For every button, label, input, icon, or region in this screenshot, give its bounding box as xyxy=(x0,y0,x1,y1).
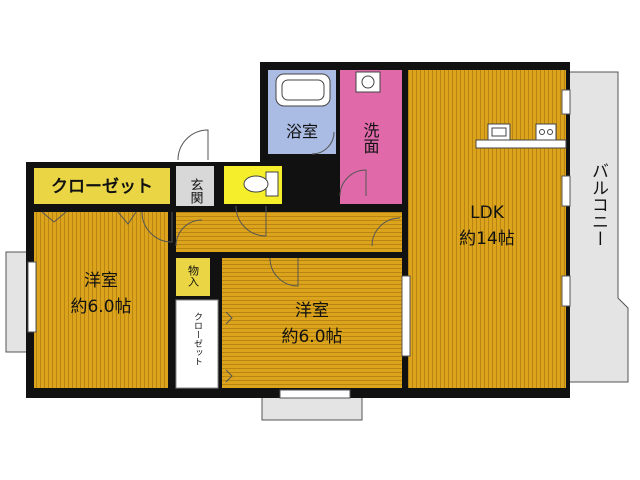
bathtub-icon xyxy=(275,73,331,107)
genkan-floor xyxy=(176,166,214,206)
bath-label: 浴室 xyxy=(286,122,318,141)
closet-top-label: クローゼット xyxy=(51,176,153,197)
closet-side-floor xyxy=(176,300,218,388)
hallway-floor xyxy=(176,212,402,252)
center-room-size-label: 約6.0帖 xyxy=(281,327,342,347)
washroom-label: 洗面 xyxy=(361,122,380,154)
genkan-label: 玄関 xyxy=(188,178,204,205)
toilet-icon xyxy=(243,175,269,193)
west-room-floor xyxy=(34,212,168,388)
kitchen-counter xyxy=(475,139,567,149)
west-room-size-label: 約6.0帖 xyxy=(70,297,131,317)
closet-side-label: クローゼット xyxy=(192,312,203,366)
ldk-floor xyxy=(408,70,566,388)
storage-floor xyxy=(176,258,210,296)
stove-icon xyxy=(535,123,557,141)
washbasin-icon xyxy=(355,71,381,93)
west-room-name-label: 洋室 xyxy=(84,271,118,291)
ldk-size-label: 約14帖 xyxy=(459,229,515,249)
center-room-name-label: 洋室 xyxy=(295,301,329,321)
closet-top-floor xyxy=(34,168,170,204)
center-room-floor xyxy=(222,258,402,388)
storage-label: 物入 xyxy=(187,264,200,287)
balcony-label: バルコニー xyxy=(588,162,608,247)
closet-doors xyxy=(41,211,233,383)
ldk-name-label: LDK xyxy=(470,203,505,223)
door-swings xyxy=(141,129,401,287)
windows xyxy=(27,89,571,399)
sink-icon xyxy=(487,123,511,141)
